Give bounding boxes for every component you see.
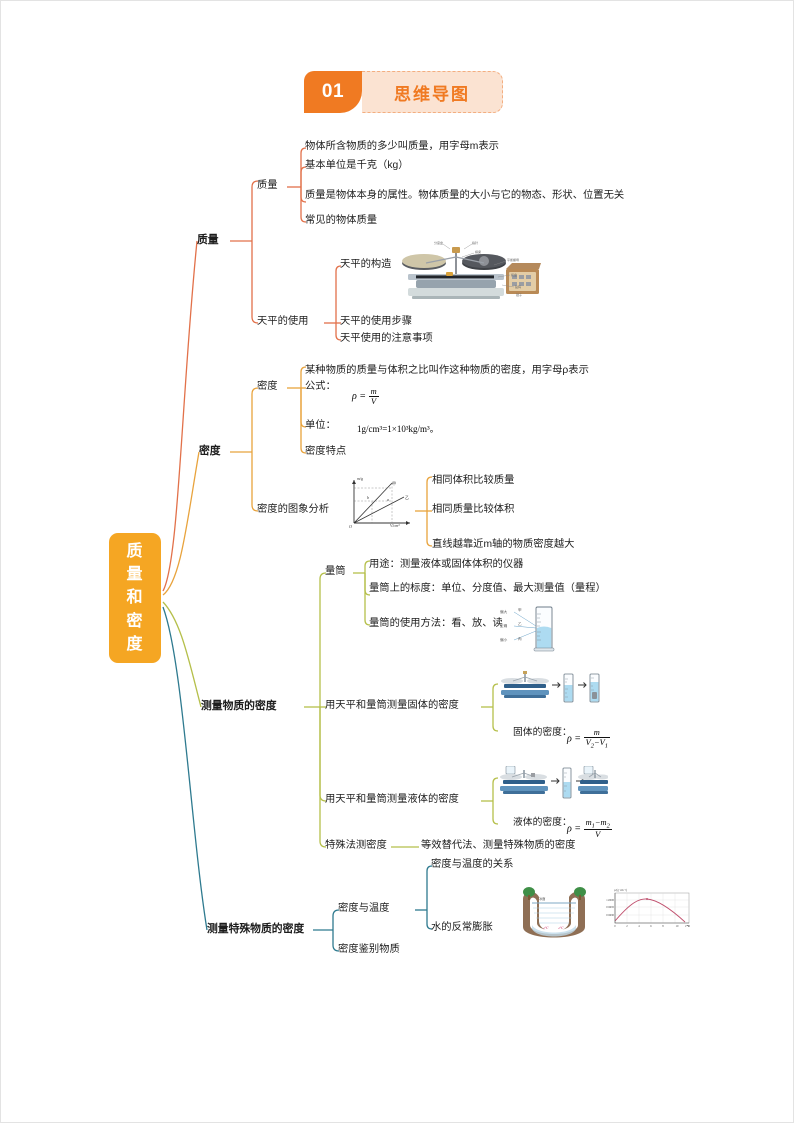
svg-text:t/℃: t/℃ [685, 925, 691, 928]
svg-text:0: 0 [614, 925, 616, 928]
svg-text:0.9990: 0.9990 [606, 914, 614, 917]
node-density-density: 密度 [257, 381, 278, 392]
balance-with-weightbox-illustration: 分度盘 指针 横梁平衡螺母 托盘砝码镊子 [386, 241, 541, 309]
leaf-same-mass-compare-volume: 相同质量比较体积 [432, 504, 515, 515]
solid-density-steps-illustration [498, 670, 608, 710]
density-unit-value: 1g/cm³=1×10³kg/m³。 [357, 424, 439, 434]
svg-text:4℃: 4℃ [543, 926, 549, 930]
svg-text:乙: 乙 [405, 494, 409, 500]
svg-text:托盘: 托盘 [511, 272, 517, 277]
leaf-solid-density-label: 固体的密度： [513, 727, 572, 738]
node-graduated-cylinder: 量筒 [325, 566, 346, 577]
svg-text:镊子: 镊子 [516, 292, 522, 297]
leaf-same-volume-compare-mass: 相同体积比较质量 [432, 475, 515, 486]
svg-text:甲: 甲 [518, 607, 522, 612]
section-number: 01 [304, 71, 362, 113]
svg-text:偏小: 偏小 [500, 637, 508, 642]
root-node: 质 量 和 密 度 [109, 533, 161, 663]
svg-text:分度盘: 分度盘 [434, 241, 443, 245]
leaf-balance-structure: 天平的构造 [340, 259, 392, 270]
node-liquid-density-method: 用天平和量筒测量液体的密度 [325, 794, 459, 805]
svg-text:8: 8 [662, 925, 664, 928]
root-char-4: 度 [126, 635, 144, 653]
svg-text:1.0000: 1.0000 [606, 899, 614, 902]
svg-text:ρ/(g·cm⁻³): ρ/(g·cm⁻³) [614, 888, 627, 892]
leaf-cylinder-usage: 量筒的使用方法：看、放、读 [369, 618, 503, 629]
svg-text:m/g: m/g [357, 476, 363, 481]
leaf-density-formula-label: 公式： [305, 381, 336, 392]
leaf-cylinder-scale: 量筒上的标度：单位、分度值、最大测量值（量程） [369, 583, 606, 594]
node-identify-substance-by-density: 密度鉴别物质 [338, 944, 400, 955]
svg-text:0.9995: 0.9995 [606, 906, 614, 909]
leaf-water-anomalous-expansion: 水的反常膨胀 [431, 922, 493, 933]
svg-text:V/cm³: V/cm³ [390, 523, 400, 528]
leaf-closer-to-m-axis: 直线越靠近m轴的物质密度越大 [432, 539, 575, 550]
leaf-cylinder-purpose: 用途：测量液体或固体体积的仪器 [369, 559, 524, 570]
svg-text:正确: 正确 [500, 623, 508, 628]
root-char-0: 质 [126, 543, 144, 561]
svg-text:a: a [387, 497, 389, 502]
svg-text:乙: 乙 [518, 621, 522, 626]
leaf-density-temp-relation: 密度与温度的关系 [431, 859, 514, 870]
svg-text:4℃: 4℃ [558, 926, 564, 930]
branch-label-mass: 质量 [197, 234, 219, 246]
leaf-liquid-density-label: 液体的密度： [513, 817, 572, 828]
svg-text:冰面: 冰面 [539, 896, 545, 901]
leaf-mass-common-objects: 常见的物体质量 [305, 215, 378, 226]
svg-text:指针: 指针 [472, 241, 478, 245]
leaf-density-features: 密度特点 [305, 446, 347, 457]
svg-text:6: 6 [650, 925, 652, 928]
svg-text:O: O [349, 524, 352, 529]
leaf-balance-cautions: 天平使用的注意事项 [340, 333, 433, 344]
node-density-and-temperature: 密度与温度 [338, 903, 390, 914]
node-mass-balance-use: 天平的使用 [257, 316, 309, 327]
branch-label-density: 密度 [199, 445, 221, 457]
leaf-balance-steps: 天平的使用步骤 [340, 316, 413, 327]
section-title: 思维导图 [362, 71, 503, 113]
graduated-cylinder-reading-illustration: 偏大正确偏小 甲乙丙 [496, 604, 558, 652]
pond-and-density-temp-curve-illustration: 4℃ 4℃ 冰面 ρ/(g·cm⁻³) 1.0000 0.9995 0.9990 [513, 885, 695, 947]
branch-label-measure: 测量物质的密度 [201, 700, 277, 712]
branch-label-special: 测量特殊物质的密度 [207, 923, 305, 935]
leaf-mass-unit: 基本单位是千克（kg） [305, 160, 409, 171]
leaf-mass-property: 质量是物体本身的属性。物体质量的大小与它的物态、形状、位置无关 [305, 190, 625, 201]
svg-text:丙: 丙 [518, 636, 522, 641]
node-solid-density-method: 用天平和量筒测量固体的密度 [325, 700, 459, 711]
leaf-density-unit-label: 单位： [305, 420, 336, 431]
svg-text:砝码: 砝码 [515, 284, 521, 289]
root-char-1: 量 [126, 566, 144, 584]
svg-text:4: 4 [638, 925, 640, 928]
svg-text:偏大: 偏大 [500, 609, 508, 614]
svg-text:甲: 甲 [392, 481, 396, 486]
svg-text:平衡螺母: 平衡螺母 [507, 257, 519, 262]
node-density-graph-analysis: 密度的图象分析 [257, 504, 330, 515]
node-special-method: 特殊法测密度 [325, 840, 387, 851]
svg-text:2: 2 [626, 925, 628, 928]
liquid-density-steps-illustration [498, 766, 608, 804]
root-char-3: 密 [126, 612, 144, 630]
leaf-mass-definition: 物体所含物质的多少叫质量，用字母m表示 [305, 141, 499, 152]
leaf-equivalent-substitution: 等效替代法、测量特殊物质的密度 [421, 840, 576, 851]
svg-text:横梁: 横梁 [475, 249, 481, 254]
root-char-2: 和 [126, 589, 144, 607]
mass-volume-graph-illustration: m/g V/cm³ O 甲 乙 b a [346, 475, 414, 529]
leaf-density-definition: 某种物质的质量与体积之比叫作这种物质的密度，用字母ρ表示 [305, 365, 589, 376]
svg-text:b: b [367, 495, 369, 500]
node-mass-mass: 质量 [257, 180, 278, 191]
section-header: 01 思维导图 [304, 71, 503, 113]
svg-text:10: 10 [676, 925, 679, 928]
